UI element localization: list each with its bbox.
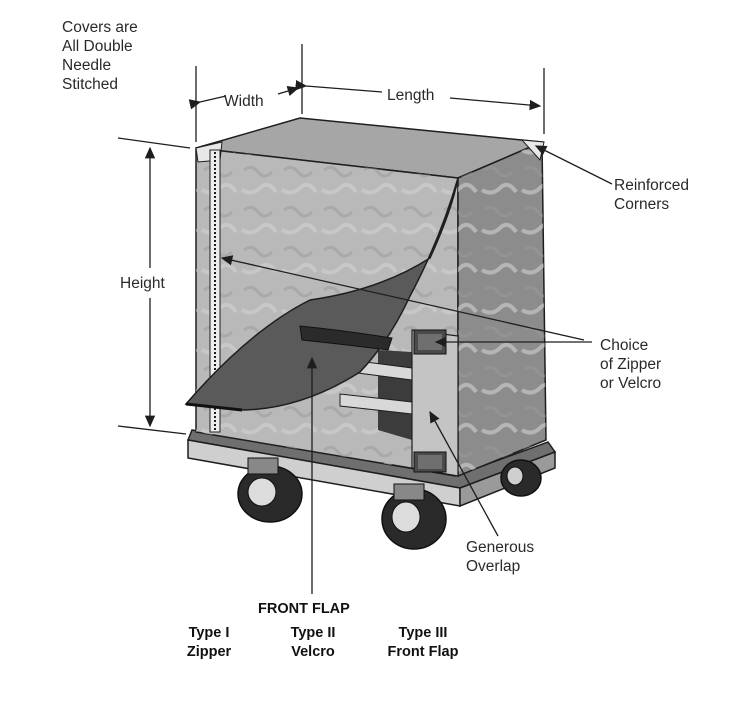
closure-choice-line: Choice	[600, 337, 649, 354]
width-label: Width	[224, 93, 264, 110]
front-flap-label: FRONT FLAP	[258, 601, 350, 617]
type-1-label: Type I Zipper	[176, 624, 242, 662]
reinforced-corners-label: Reinforced Corners	[614, 176, 689, 214]
closure-choice-line: or Velcro	[600, 375, 662, 392]
caster-wheel-icon	[381, 483, 447, 550]
type-2-label: Type II Velcro	[278, 624, 348, 662]
dimension-lines	[117, 44, 545, 435]
stitching-note-line: Needle	[62, 57, 112, 74]
caster-wheel-icon	[237, 457, 303, 523]
closure-choice-line: of Zipper	[600, 356, 662, 373]
stitching-note-line: Stitched	[62, 76, 119, 93]
type-subtitle: Front Flap	[387, 644, 459, 660]
reinforced-corners-line: Corners	[614, 196, 670, 213]
front-flap-illustration	[184, 177, 459, 412]
overlap-label: Generous Overlap	[466, 538, 534, 576]
stitching-note: Covers are All Double Needle Stitched	[62, 18, 138, 94]
type-subtitle: Zipper	[186, 644, 232, 660]
length-label: Length	[387, 87, 435, 104]
type-title: Type I	[188, 625, 230, 641]
stitching-note-line: Covers are	[62, 19, 138, 36]
height-label: Height	[120, 275, 165, 292]
overlap-line: Overlap	[466, 558, 521, 575]
type-title: Type III	[398, 625, 448, 641]
type-title: Type II	[290, 625, 336, 641]
type-3-label: Type III Front Flap	[378, 624, 468, 662]
stitching-note-line: All Double	[62, 38, 133, 55]
leader-lines	[220, 145, 613, 594]
closure-choice-label: Choice of Zipper or Velcro	[600, 336, 661, 393]
caster-wheel-icon	[500, 459, 542, 497]
type-subtitle: Velcro	[291, 644, 335, 660]
overlap-line: Generous	[466, 539, 535, 556]
zipper-strip-icon	[209, 149, 221, 433]
reinforced-corners-line: Reinforced	[614, 177, 689, 194]
